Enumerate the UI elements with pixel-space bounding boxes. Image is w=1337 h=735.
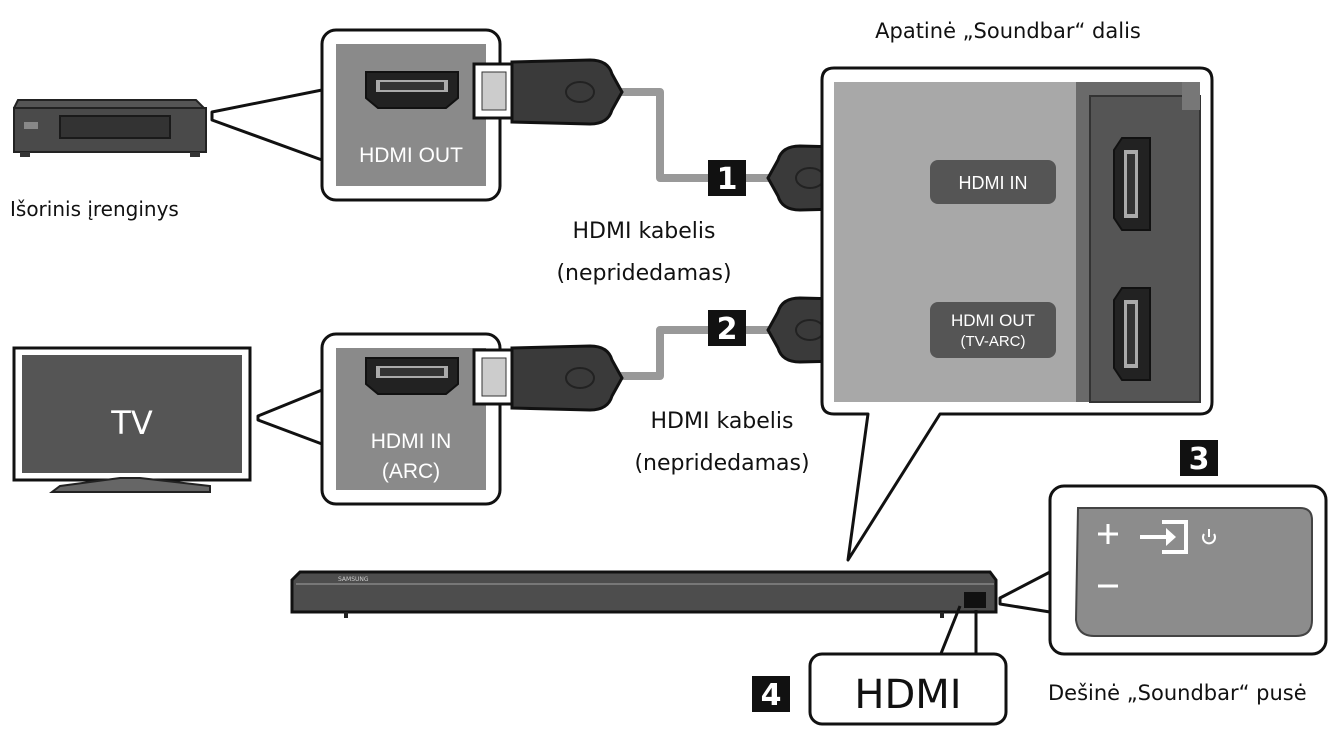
bottom-panel-title: Apatinė „Soundbar“ dalis (875, 19, 1141, 43)
tv-text: TV (110, 404, 153, 442)
marker-4 (752, 676, 790, 712)
right-side-label: Dešinė „Soundbar“ pusė (1048, 681, 1307, 705)
tv: TV (12, 346, 252, 493)
soundbar-hdmi-in-port: HDMI IN (930, 137, 1151, 231)
hdmi-plug-icon (472, 344, 624, 412)
hdmi-port-icon (365, 357, 459, 395)
svg-text:HDMI IN: HDMI IN (959, 173, 1028, 193)
brand-logo: SAMSUNG (338, 576, 369, 583)
svg-text:4: 4 (761, 678, 782, 713)
callout-pointer (210, 88, 324, 162)
external-hdmi-out-panel: HDMI OUT (320, 28, 502, 202)
hdmi-callout-label: HDMI (854, 672, 961, 718)
soundbar-bottom-panel: HDMI IN HDMI OUT (TV-ARC) (820, 66, 1214, 562)
soundbar: SAMSUNG (290, 570, 998, 618)
tv-hdmi-in-panel: HDMI IN (ARC) (320, 332, 502, 506)
svg-text:HDMI OUT: HDMI OUT (951, 311, 1035, 330)
hdmi-in-arc-label-2: (ARC) (382, 460, 440, 483)
plus-icon (1098, 524, 1118, 544)
marker-3 (1180, 440, 1218, 476)
hdmi-out-port-label: HDMI OUT (359, 144, 463, 167)
soundbar-right-side-panel (1048, 484, 1328, 656)
hdmi-callout-box: HDMI (808, 652, 1008, 726)
hdmi-in-arc-label-1: HDMI IN (371, 430, 452, 453)
source-input-icon (1140, 520, 1188, 554)
power-icon (1202, 529, 1216, 545)
svg-text:2: 2 (717, 312, 738, 347)
cable-2-caption-1: HDMI kabelis (651, 409, 794, 434)
soundbar-hdmi-out-port: HDMI OUT (TV-ARC) (930, 287, 1151, 381)
cable-1-caption-1: HDMI kabelis (573, 219, 716, 244)
hdmi-port-icon (1113, 137, 1151, 231)
hdmi-port-icon (1113, 287, 1151, 381)
marker-2 (708, 310, 746, 346)
svg-text:1: 1 (717, 162, 738, 197)
hdmi-port-icon (365, 71, 459, 109)
cable-2-caption-2: (nepridedamas) (634, 451, 809, 476)
hdmi-plug-icon (472, 58, 624, 126)
cable-1-caption-2: (nepridedamas) (556, 261, 731, 286)
callout-pointer (998, 570, 1052, 614)
external-device-label: Išorinis įrenginys (10, 197, 179, 221)
external-device (13, 99, 207, 157)
svg-text:3: 3 (1189, 442, 1210, 477)
svg-text:(TV-ARC): (TV-ARC) (961, 333, 1026, 350)
marker-1 (708, 160, 746, 196)
callout-pointer (938, 605, 978, 657)
callout-pointer (256, 388, 324, 446)
